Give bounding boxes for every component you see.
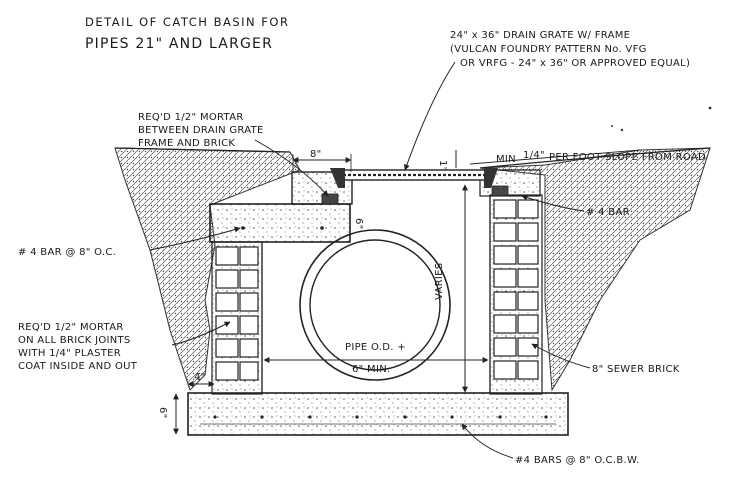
mortar-joints-label-3: WITH 1/4" PLASTER xyxy=(18,348,121,359)
drain-grate xyxy=(330,168,498,188)
mortar-top-label-2: BETWEEN DRAIN GRATE xyxy=(138,125,264,136)
sewer-brick-leader xyxy=(531,343,591,369)
bars-bw-label: #4 BARS @ 8" O.C.B.W. xyxy=(515,455,639,466)
cap-rebar-1 xyxy=(241,226,245,230)
drain-grate-label-2: (VULCAN FOUNDRY PATTERN No. VFG xyxy=(450,44,647,55)
dim-8-label: 8" xyxy=(310,149,322,160)
title-line-2: PIPES 21" AND LARGER xyxy=(85,36,273,52)
concrete-base-slab xyxy=(187,392,569,436)
pipe-inner xyxy=(309,239,441,371)
title-line-1: DETAIL OF CATCH BASIN FOR xyxy=(85,15,289,29)
drain-grate-leader xyxy=(403,61,456,171)
bar4-leader xyxy=(521,194,585,212)
mortar-joints-leader xyxy=(171,321,231,346)
soil-left xyxy=(114,147,301,391)
drain-grate-label-3: OR VRFG - 24" x 36" OR APPROVED EQUAL) xyxy=(460,58,690,69)
slope-line xyxy=(469,149,641,165)
slope-label-min: MIN xyxy=(496,154,516,165)
bar4-8oc-leader xyxy=(149,226,241,251)
sewer-brick-label: 8" SEWER BRICK xyxy=(592,364,680,375)
dim-6-cap: 6" xyxy=(353,218,364,230)
scan-speck-2 xyxy=(620,128,624,132)
mortar-pad-left xyxy=(321,193,339,205)
cap-rebar-2 xyxy=(320,226,324,230)
concrete-cap-left xyxy=(209,203,351,243)
mortar-joints-label-4: COAT INSIDE AND OUT xyxy=(18,361,138,372)
base-rebar-dots xyxy=(213,415,548,419)
mortar-joints-label-2: ON ALL BRICK JOINTS xyxy=(18,335,131,346)
dim-1-label: 1" xyxy=(437,160,448,172)
brick-wall-right xyxy=(489,194,543,395)
soil-right xyxy=(479,147,711,392)
slope-label-text: PER FOOT SLOPE FROM ROAD xyxy=(549,152,706,163)
bar4-label: # 4 BAR xyxy=(586,207,630,218)
dim-4-label: 4" xyxy=(194,372,206,383)
pipe-outer xyxy=(299,229,451,381)
pipe-od-label-2: 6" MIN. xyxy=(352,364,390,375)
pipe-od-label-1: PIPE O.D. + xyxy=(345,342,406,353)
brick-wall-left xyxy=(211,241,263,395)
ground-line xyxy=(114,147,711,169)
mortar-top-leader xyxy=(254,139,329,197)
drain-grate-label-1: 24" x 36" DRAIN GRATE W/ FRAME xyxy=(450,30,630,41)
scan-speck-1 xyxy=(708,106,712,110)
slope-label-quarter: 1/4" xyxy=(523,150,545,161)
dim-6-base-label: 6" xyxy=(157,407,168,419)
bars-bw-leader xyxy=(461,423,514,459)
mortar-joints-label-1: REQ'D 1/2" MORTAR xyxy=(18,322,124,333)
mortar-top-label-1: REQ'D 1/2" MORTAR xyxy=(138,112,244,123)
mortar-top-label-3: FRAME AND BRICK xyxy=(138,138,235,149)
scan-speck-3 xyxy=(611,125,613,127)
varies-label: VARIES xyxy=(434,263,445,300)
bar4-8oc-label: # 4 BAR @ 8" O.C. xyxy=(18,247,116,258)
